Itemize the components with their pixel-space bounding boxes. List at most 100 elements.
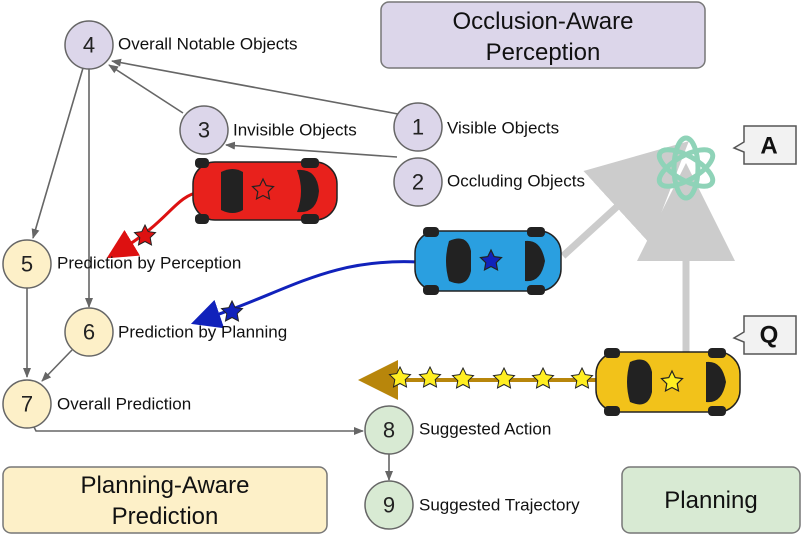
node-7-number: 7 (21, 392, 33, 417)
node-5: 5 Prediction by Perception (2, 239, 241, 289)
node-5-circle (2, 239, 52, 289)
star-icon (531, 366, 555, 389)
node-4-circle (64, 20, 114, 70)
red-trajectory-stars (133, 223, 157, 246)
perception-box-line1: Occlusion-Aware (453, 8, 634, 35)
blue-car (414, 227, 562, 295)
node-9-label: Suggested Trajectory (419, 496, 580, 515)
perception-box-bg (380, 1, 706, 69)
node-7: 7 Overall Prediction (2, 379, 191, 429)
node-3-number: 3 (198, 118, 210, 143)
node-2: 2 Occluding Objects (393, 157, 585, 207)
planning-box-line1: Planning (664, 487, 757, 514)
planning-box-bg (621, 466, 801, 534)
node-6-label: Prediction by Planning (118, 323, 287, 342)
edge-2-3 (225, 141, 398, 158)
question-callout: Q (732, 315, 797, 355)
red-car-wheel (301, 214, 319, 224)
node-9: 9 Suggested Trajectory (364, 480, 580, 530)
star-icon (492, 366, 516, 389)
node-3: 3 Invisible Objects (179, 105, 357, 155)
node-8-label: Suggested Action (419, 420, 551, 439)
node-1: 1 Visible Objects (393, 102, 559, 152)
star-icon (220, 299, 244, 322)
yellow-trajectory-stars (388, 365, 594, 389)
answer-callout-label: A (760, 133, 777, 160)
node-8-circle (364, 405, 414, 455)
node-4-number: 4 (83, 33, 95, 58)
node-2-label: Occluding Objects (447, 172, 585, 191)
red-car-rear-window (221, 169, 243, 213)
star-icon (418, 365, 442, 388)
answer-callout: A (732, 125, 797, 165)
blue-car-rear-window (525, 240, 545, 282)
blue-car-to-assistant-arrow (560, 141, 689, 259)
node-5-number: 5 (21, 252, 33, 277)
edge-4-5 (31, 67, 84, 239)
red-car-windshield (297, 169, 319, 213)
openai-logo-petal (656, 147, 716, 189)
perception-section-box: Occlusion-Aware Perception (380, 1, 706, 69)
node-2-number: 2 (412, 170, 424, 195)
openai-logo-petal (671, 135, 701, 201)
prediction-box-bg (2, 466, 328, 534)
node-7-circle (2, 379, 52, 429)
blue-car-wheel (423, 227, 439, 237)
yellow-car-wheel (604, 406, 620, 416)
node-1-circle (393, 102, 443, 152)
node-3-circle (179, 105, 229, 155)
star-icon (660, 369, 684, 392)
node-4-label: Overall Notable Objects (118, 35, 298, 54)
red-car (192, 158, 338, 224)
node-6-number: 6 (83, 320, 95, 345)
blue-car-wheel (527, 285, 545, 295)
node-5-label: Prediction by Perception (57, 254, 241, 273)
yellow-car-wheel (708, 348, 726, 358)
node-3-label: Invisible Objects (233, 121, 357, 140)
edges (23, 58, 399, 481)
blue-car-wheel (423, 285, 439, 295)
node-9-circle (364, 480, 414, 530)
edge-1-4 (111, 58, 399, 115)
star-icon (479, 248, 503, 271)
node-2-circle (393, 157, 443, 207)
edge-3-4 (108, 64, 184, 114)
blue-car-wheel (527, 227, 545, 237)
node-7-label: Overall Prediction (57, 395, 191, 414)
edge-6-7 (41, 349, 73, 382)
yellow-car-rear-window (706, 361, 726, 403)
blue-trajectory-stars (220, 299, 244, 322)
yellow-car-wheel (708, 406, 726, 416)
red-car-trajectory (106, 190, 201, 259)
answer-callout-bubble (732, 125, 797, 165)
planning-section-box: Planning (621, 466, 801, 534)
node-8-number: 8 (383, 418, 395, 443)
node-6-circle (64, 307, 114, 357)
blue-car-windshield (446, 238, 471, 284)
question-callout-label: Q (760, 322, 779, 349)
red-car-wheel (195, 214, 209, 224)
prediction-box-line2: Prediction (112, 503, 219, 530)
yellow-car (595, 348, 741, 416)
star-icon (133, 223, 157, 246)
openai-logo-icon (656, 135, 716, 201)
star-icon (451, 366, 475, 389)
node-8: 8 Suggested Action (364, 405, 551, 455)
star-icon (388, 365, 412, 388)
node-1-label: Visible Objects (447, 119, 559, 138)
node-6: 6 Prediction by Planning (64, 307, 287, 357)
edge-7-8 (33, 426, 364, 435)
yellow-car-wheel (604, 348, 620, 358)
question-callout-bubble (732, 315, 797, 355)
perception-box-line2: Perception (486, 39, 601, 66)
star-icon (570, 366, 594, 389)
red-car-wheel (301, 158, 319, 168)
prediction-box-line1: Planning-Aware (81, 472, 250, 499)
node-9-number: 9 (383, 493, 395, 518)
node-4: 4 Overall Notable Objects (64, 20, 298, 70)
yellow-car-windshield (627, 359, 652, 405)
star-icon (251, 177, 275, 200)
node-1-number: 1 (412, 115, 424, 140)
red-car-wheel (195, 158, 209, 168)
